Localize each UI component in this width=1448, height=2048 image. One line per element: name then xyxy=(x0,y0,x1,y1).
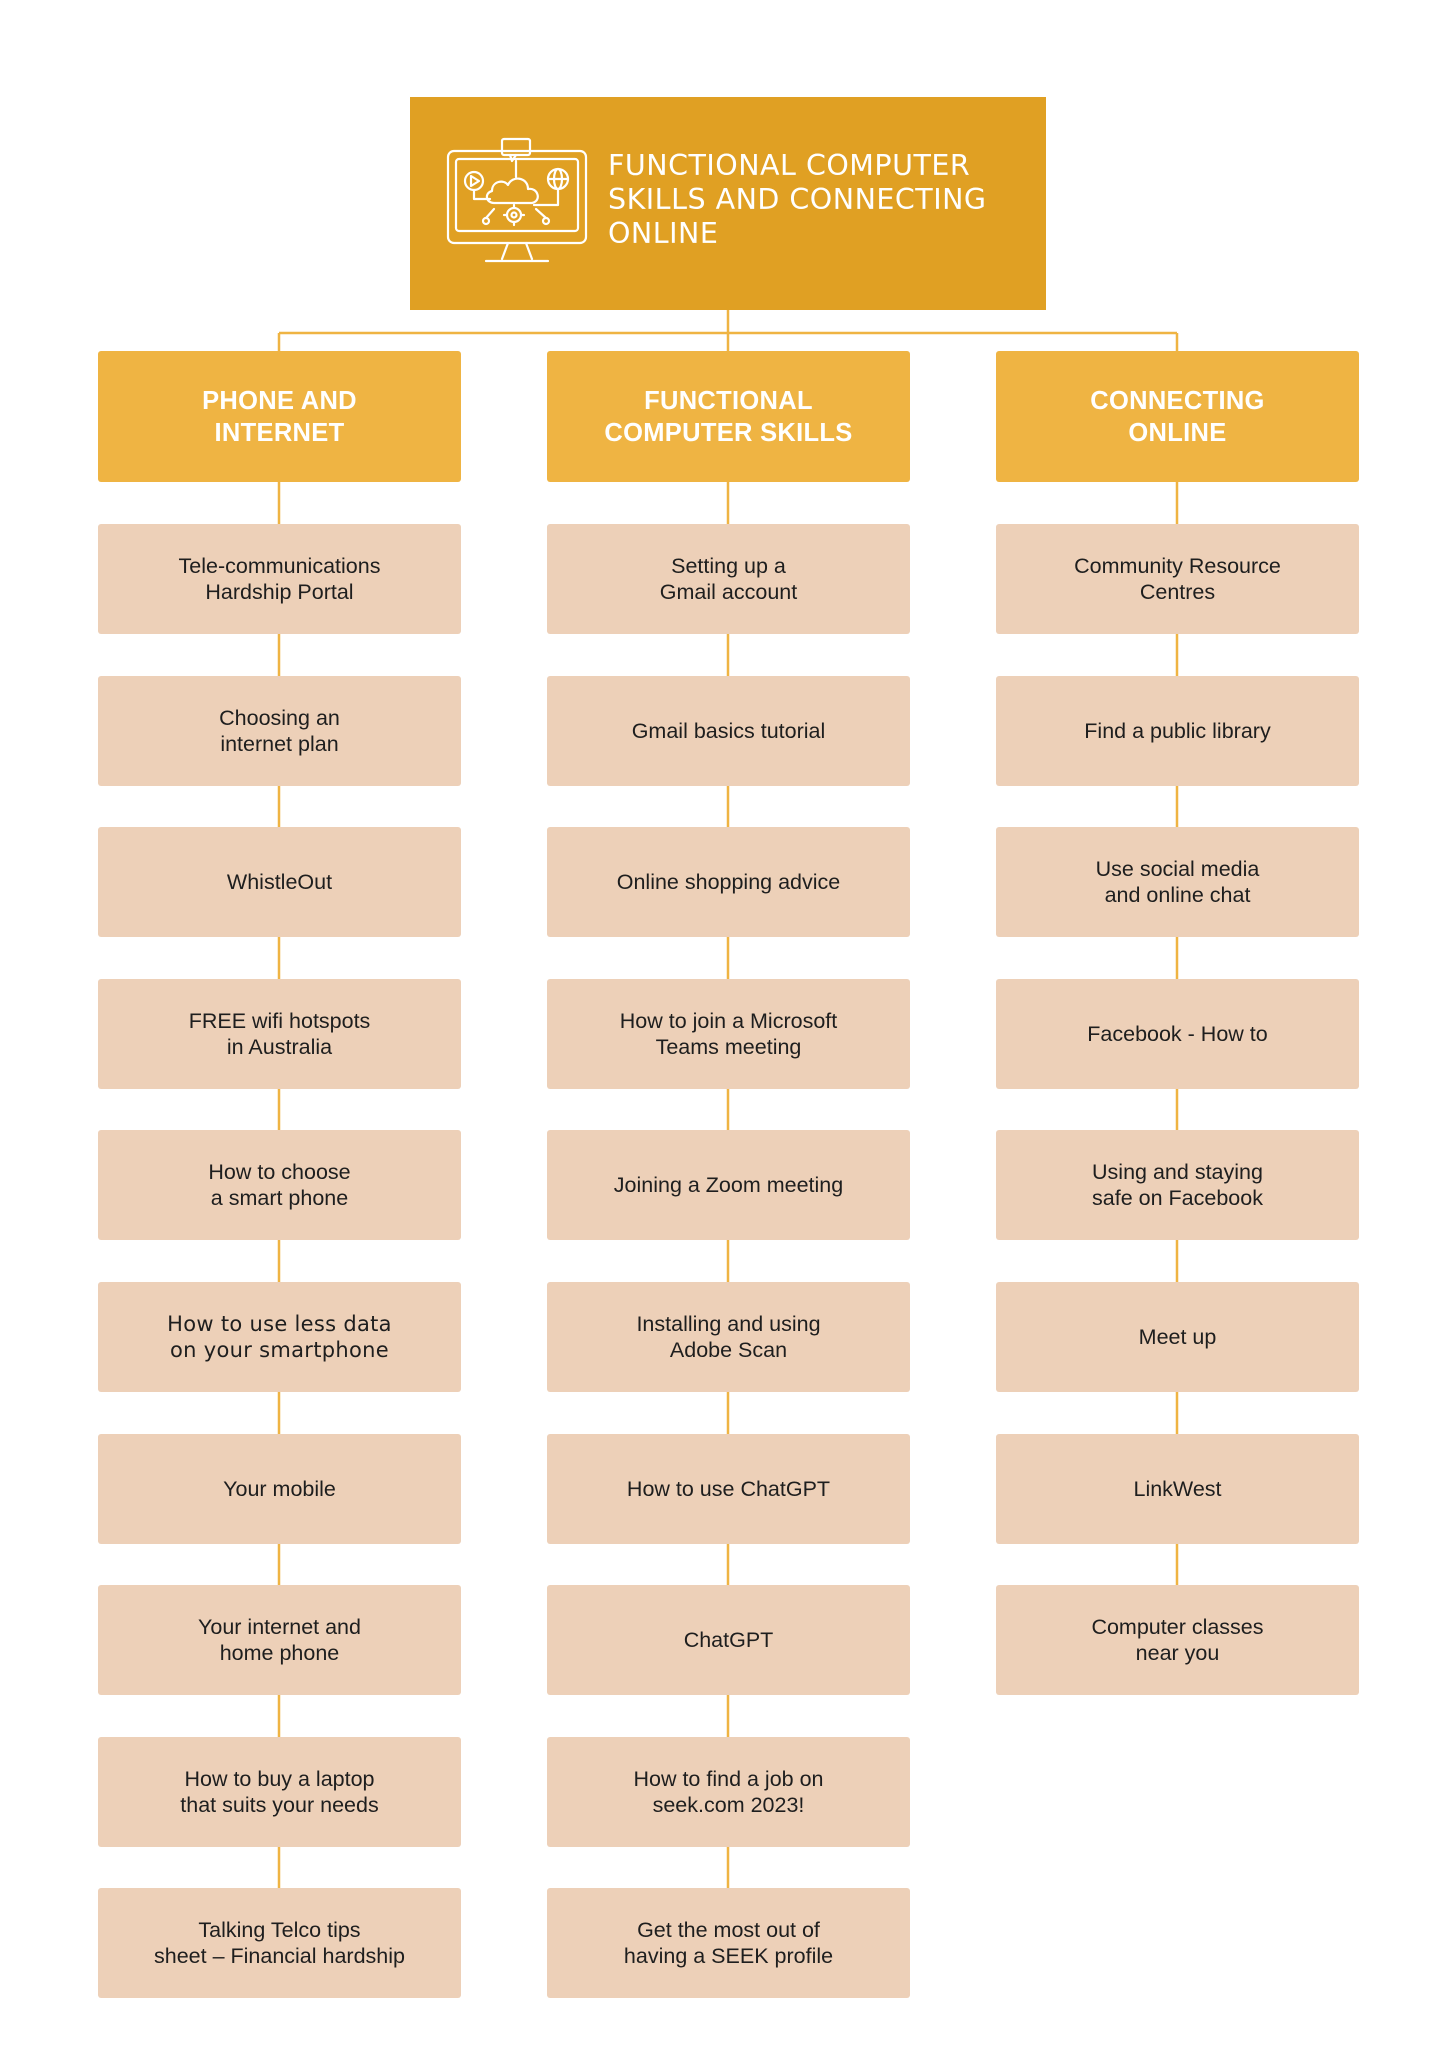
item-label: Gmail basics tutorial xyxy=(631,719,826,743)
item-label: WhistleOut xyxy=(226,870,333,894)
list-item[interactable]: Online shopping advice xyxy=(547,827,910,937)
list-item[interactable]: Get the most out of having a SEEK profil… xyxy=(547,1888,910,1998)
item-label: How to use ChatGPT xyxy=(626,1477,831,1501)
item-label: Installing and using Adobe Scan xyxy=(636,1312,821,1362)
list-item[interactable]: Facebook - How to xyxy=(996,979,1359,1089)
list-item[interactable]: How to use ChatGPT xyxy=(547,1434,910,1544)
list-item[interactable]: Installing and using Adobe Scan xyxy=(547,1282,910,1392)
list-item[interactable]: ChatGPT xyxy=(547,1585,910,1695)
list-item[interactable]: Meet up xyxy=(996,1282,1359,1392)
item-label: How to choose a smart phone xyxy=(208,1160,351,1210)
item-label: Computer classes near you xyxy=(1091,1615,1264,1665)
root-node: FUNCTIONAL COMPUTER SKILLS AND CONNECTIN… xyxy=(410,97,1046,310)
item-label: How to buy a laptop that suits your need… xyxy=(180,1767,379,1817)
list-item[interactable]: How to buy a laptop that suits your need… xyxy=(98,1737,461,1847)
item-label: Choosing an internet plan xyxy=(219,706,340,756)
item-label: Find a public library xyxy=(1084,719,1271,743)
computer-cloud-network-icon xyxy=(446,137,588,263)
list-item[interactable]: WhistleOut xyxy=(98,827,461,937)
list-item[interactable]: Setting up a Gmail account xyxy=(547,524,910,634)
item-label: Use social media and online chat xyxy=(1095,857,1260,907)
item-label: Get the most out of having a SEEK profil… xyxy=(623,1918,834,1968)
list-item[interactable]: Tele-communications Hardship Portal xyxy=(98,524,461,634)
list-item[interactable]: Using and staying safe on Facebook xyxy=(996,1130,1359,1240)
item-label: Using and staying safe on Facebook xyxy=(1092,1160,1263,1210)
item-label: Your mobile xyxy=(223,1477,336,1501)
column-header-label: PHONE AND INTERNET xyxy=(202,386,357,447)
item-label: Joining a Zoom meeting xyxy=(613,1173,844,1197)
item-label: ChatGPT xyxy=(683,1628,774,1652)
item-label: Meet up xyxy=(1138,1325,1217,1349)
root-title: FUNCTIONAL COMPUTER SKILLS AND CONNECTIN… xyxy=(608,149,987,250)
item-label: Tele-communications Hardship Portal xyxy=(178,554,381,604)
column-header-phone-and-internet: PHONE AND INTERNET xyxy=(98,351,461,482)
list-item[interactable]: How to choose a smart phone xyxy=(98,1130,461,1240)
item-label: Talking Telco tips sheet – Financial har… xyxy=(154,1918,405,1968)
column-header-label: FUNCTIONAL COMPUTER SKILLS xyxy=(604,386,853,447)
list-item[interactable]: FREE wifi hotspots in Australia xyxy=(98,979,461,1089)
list-item[interactable]: Computer classes near you xyxy=(996,1585,1359,1695)
item-label: Community Resource Centres xyxy=(1074,554,1281,604)
list-item[interactable]: LinkWest xyxy=(996,1434,1359,1544)
column-header-functional-computer-skills: FUNCTIONAL COMPUTER SKILLS xyxy=(547,351,910,482)
item-label: LinkWest xyxy=(1133,1477,1222,1501)
list-item[interactable]: Talking Telco tips sheet – Financial har… xyxy=(98,1888,461,1998)
item-label: FREE wifi hotspots in Australia xyxy=(188,1009,371,1059)
item-label: How to use less data on your smartphone xyxy=(167,1312,392,1362)
item-label: How to find a job on seek.com 2023! xyxy=(633,1767,824,1817)
list-item[interactable]: How to use less data on your smartphone xyxy=(98,1282,461,1392)
list-item[interactable]: Use social media and online chat xyxy=(996,827,1359,937)
list-item[interactable]: Find a public library xyxy=(996,676,1359,786)
list-item[interactable]: Community Resource Centres xyxy=(996,524,1359,634)
item-label: How to join a Microsoft Teams meeting xyxy=(619,1009,838,1059)
column-header-connecting-online: CONNECTING ONLINE xyxy=(996,351,1359,482)
list-item[interactable]: Your mobile xyxy=(98,1434,461,1544)
list-item[interactable]: How to join a Microsoft Teams meeting xyxy=(547,979,910,1089)
list-item[interactable]: How to find a job on seek.com 2023! xyxy=(547,1737,910,1847)
list-item[interactable]: Your internet and home phone xyxy=(98,1585,461,1695)
list-item[interactable]: Gmail basics tutorial xyxy=(547,676,910,786)
list-item[interactable]: Joining a Zoom meeting xyxy=(547,1130,910,1240)
item-label: Setting up a Gmail account xyxy=(659,554,798,604)
item-label: Online shopping advice xyxy=(616,870,841,894)
item-label: Facebook - How to xyxy=(1087,1022,1268,1046)
list-item[interactable]: Choosing an internet plan xyxy=(98,676,461,786)
item-label: Your internet and home phone xyxy=(198,1615,361,1665)
column-header-label: CONNECTING ONLINE xyxy=(1090,386,1265,447)
